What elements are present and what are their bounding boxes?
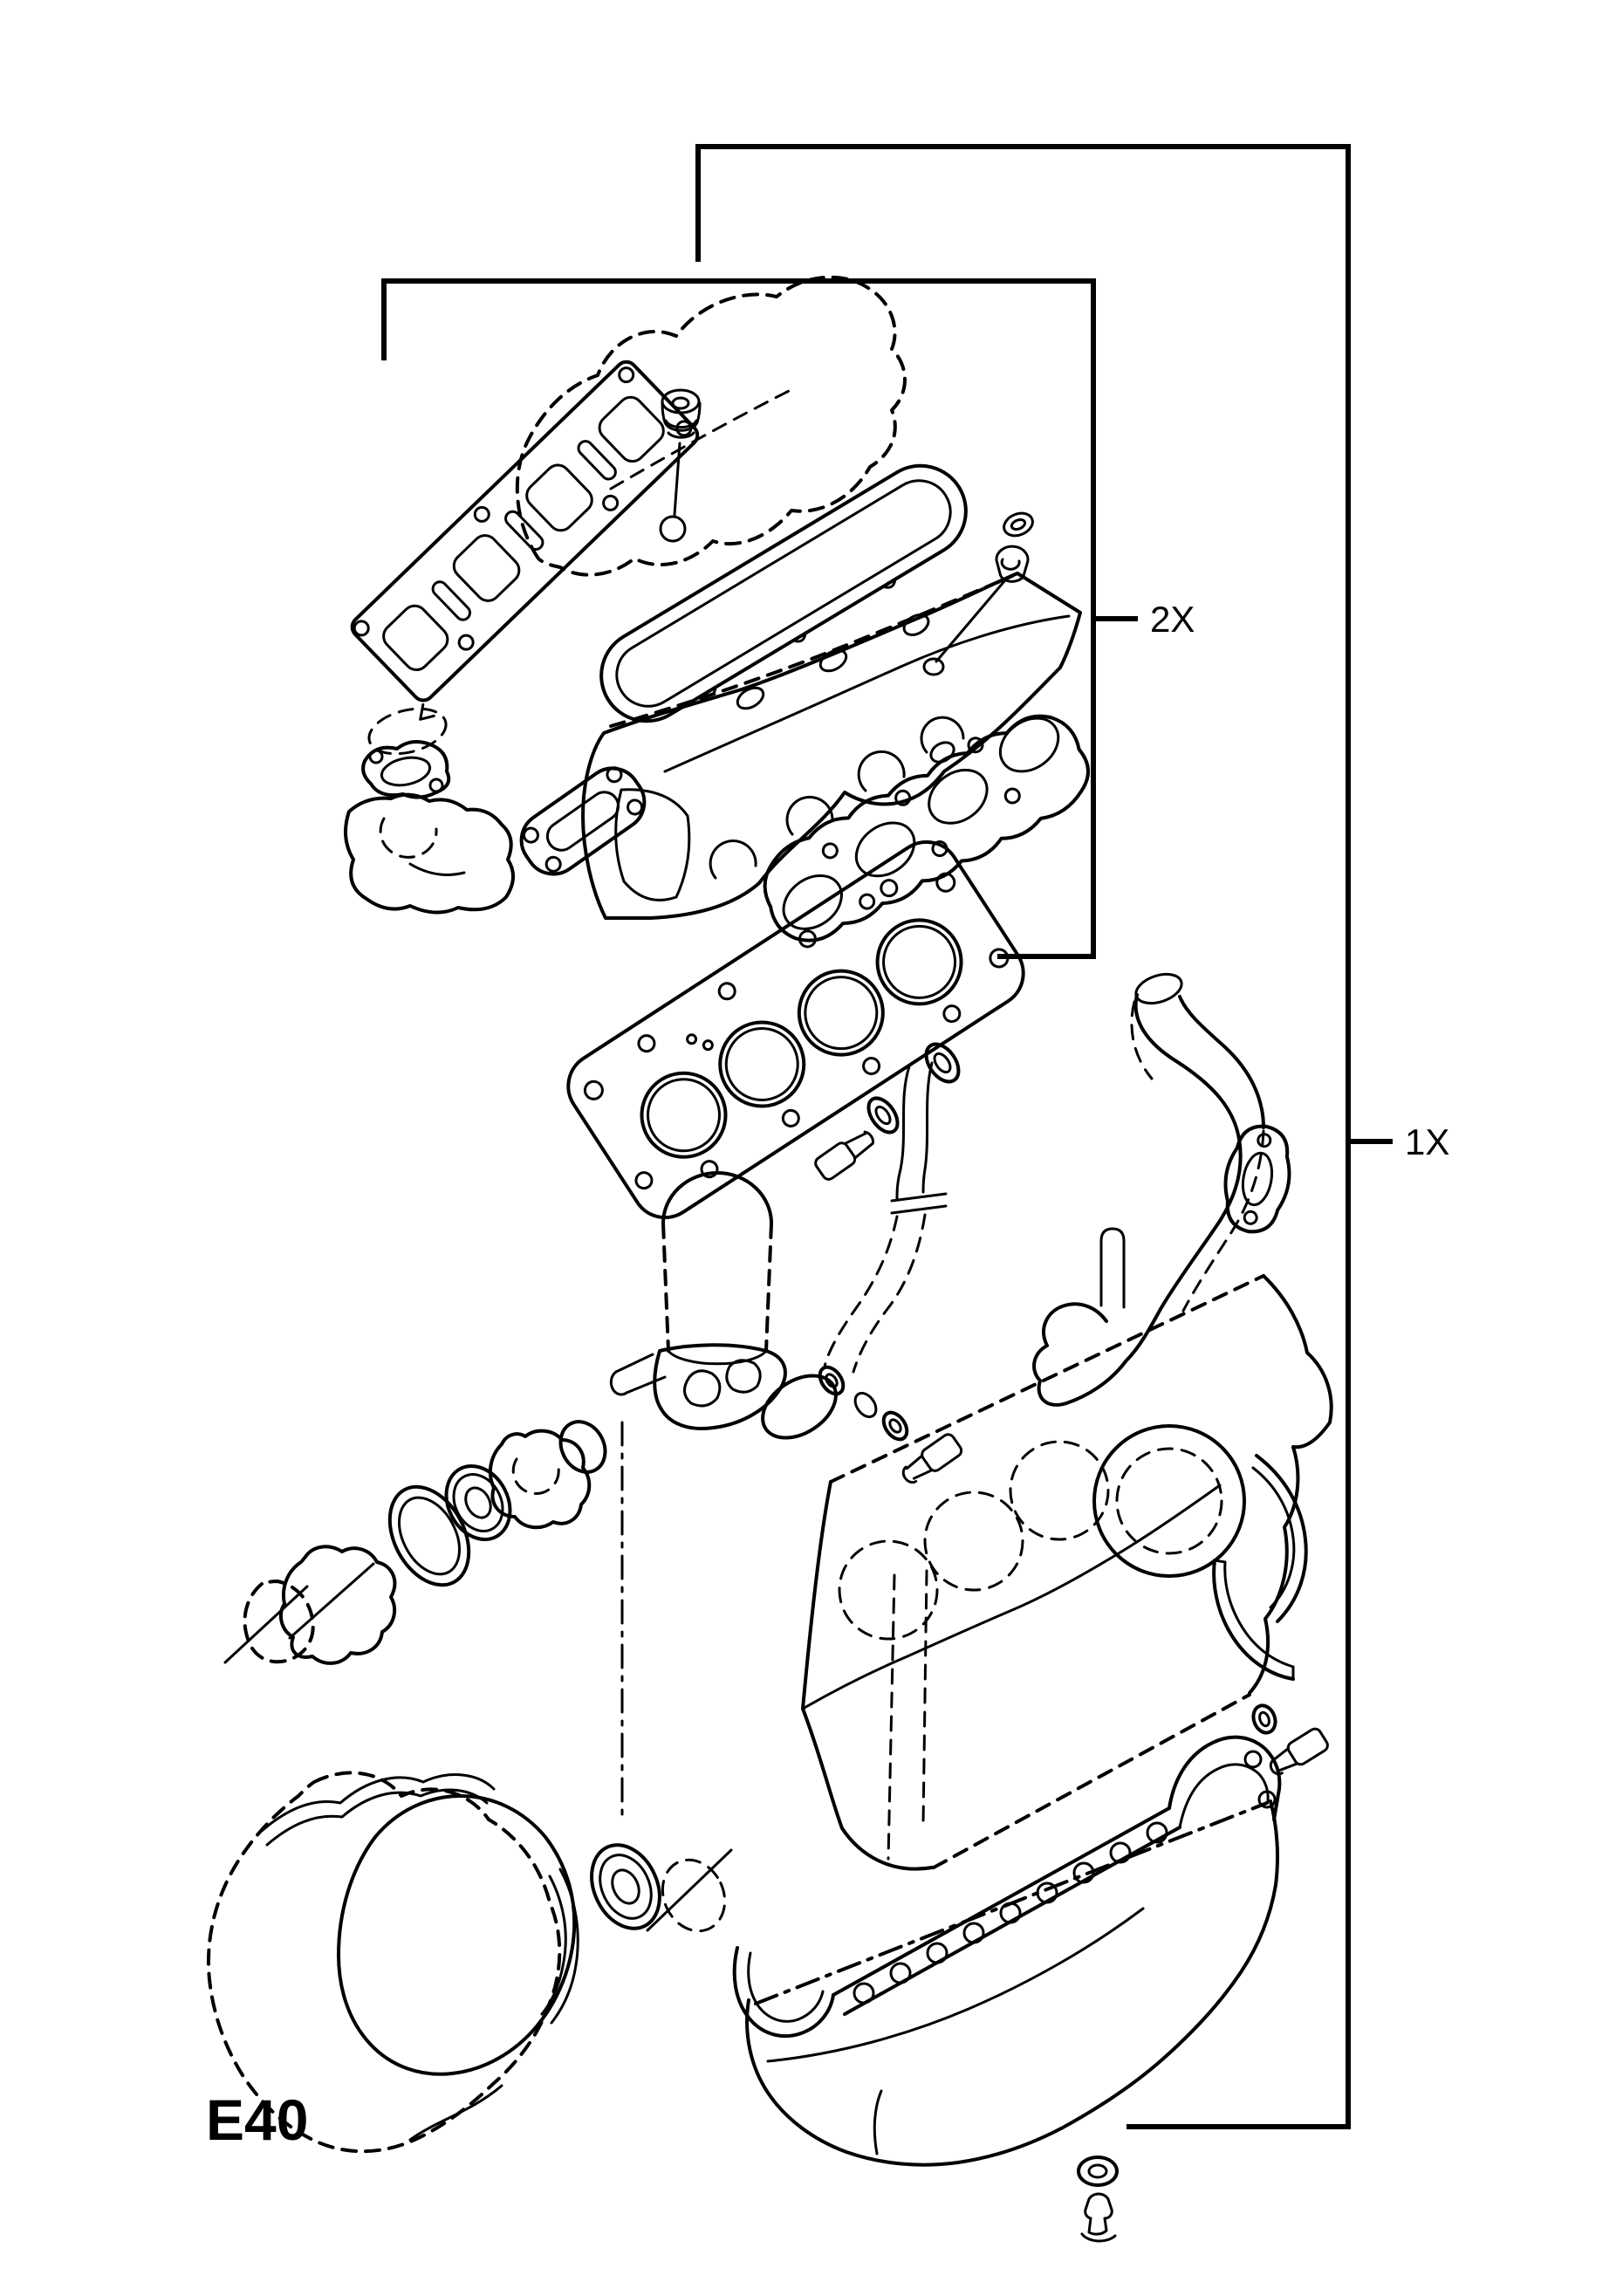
- oil-filter: [609, 1171, 838, 1440]
- timing-cover: [206, 1771, 562, 2154]
- engine-block: [801, 1274, 1333, 1871]
- water-bypass-pipe: [814, 1042, 963, 1484]
- bracket-full-set: 1X: [695, 144, 1449, 2129]
- drain-plug: [1077, 2155, 1119, 2243]
- pan-bolt: [1251, 1703, 1329, 1776]
- egr-exhaust-pipe: [1032, 972, 1265, 1407]
- cylinder-head: [581, 572, 1082, 920]
- bracket-head-set: 2X: [381, 278, 1195, 959]
- exhaust-manifold-gasket: [350, 360, 700, 721]
- exhaust-flange-gasket: [1223, 1124, 1291, 1234]
- crankshaft-front-seal-large: [590, 1421, 733, 1933]
- crankshaft-front-seal: [444, 1463, 512, 1542]
- thermostat-gasket: [519, 766, 647, 876]
- full-set-qty-label: 1X: [1405, 1121, 1449, 1162]
- rear-main-seal: [1212, 1454, 1308, 1681]
- bracket-1x-line: [695, 144, 1351, 2129]
- bracket-2x-line: [381, 278, 1096, 959]
- head-set-qty-label: 2X: [1150, 599, 1195, 640]
- oil-pan-gasket: [732, 1735, 1282, 2039]
- valve-cover: [515, 275, 907, 577]
- thermostat-housing: [344, 792, 515, 915]
- oil-pan: [745, 1799, 1279, 2167]
- front-seal-cluster: [223, 1420, 607, 1665]
- cylinder-head-gasket: [566, 840, 1025, 1220]
- intake-manifold-gasket: [763, 714, 1090, 942]
- stud-grommet: [659, 388, 702, 543]
- water-outlet-gasket: [361, 707, 451, 799]
- page-code: E40: [206, 2087, 308, 2152]
- front-cover-seal-strip: [260, 1773, 579, 2076]
